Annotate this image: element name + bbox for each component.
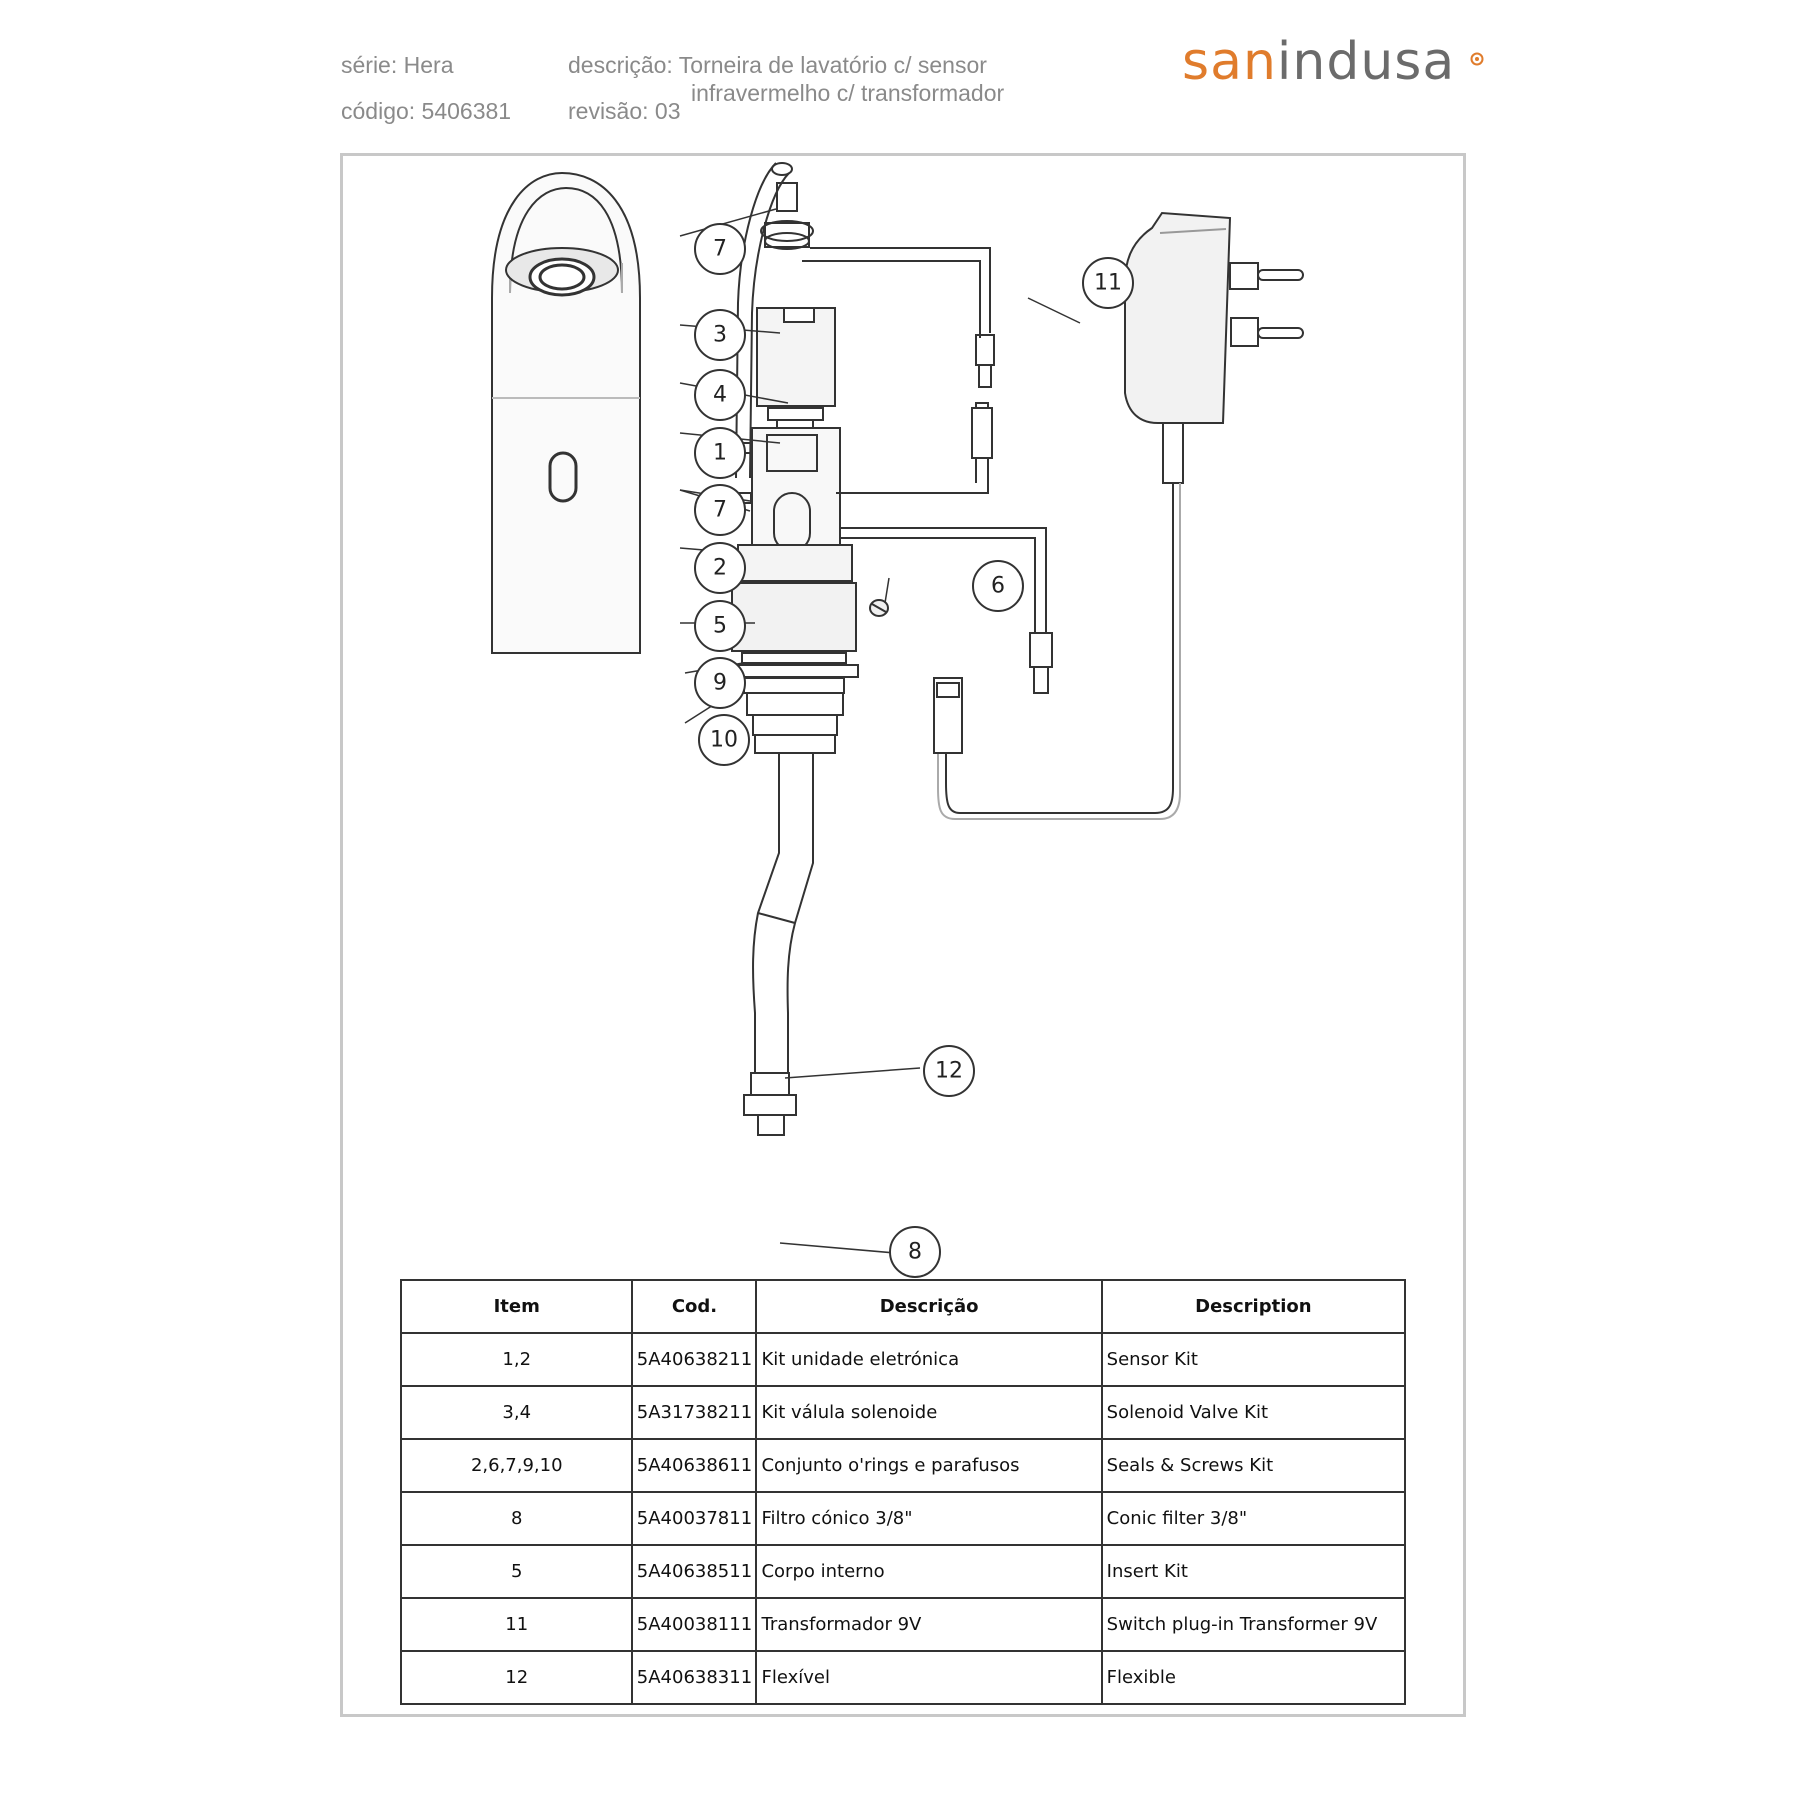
descricao-line1: descrição: Torneira de lavatório c/ sens… — [568, 52, 987, 78]
cell-cod: 5A40638611 — [631, 1438, 758, 1493]
cell-descricao: Kit válula solenoide — [755, 1385, 1103, 1440]
cell-item: 11 — [399, 1597, 634, 1652]
callout-7-top: 7 — [694, 223, 746, 275]
svg-text:5: 5 — [713, 614, 727, 639]
cell-descricao: Corpo interno — [755, 1544, 1103, 1599]
descricao-line2: infravermelho c/ transformador — [691, 80, 1005, 106]
cell-item: 1,2 — [399, 1332, 634, 1387]
cell-cod: 5A40638511 — [631, 1544, 758, 1599]
svg-text:1: 1 — [713, 441, 727, 466]
cell-description: Switch plug-in Transformer 9V — [1100, 1597, 1407, 1652]
cell-descricao: Kit unidade eletrónica — [755, 1332, 1103, 1387]
cell-cod: 5A40037811 — [631, 1491, 758, 1546]
exploded-diagram: 7 3 4 1 7 2 5 9 10 6 11 12 8 — [340, 153, 1466, 1283]
cell-description: Solenoid Valve Kit — [1100, 1385, 1407, 1440]
cell-description: Insert Kit — [1100, 1544, 1407, 1599]
svg-text:2: 2 — [713, 556, 727, 581]
cell-descricao: Transformador 9V — [755, 1597, 1103, 1652]
callout-1: 1 — [694, 427, 746, 479]
cell-description: Sensor Kit — [1100, 1332, 1407, 1387]
callouts: 7 3 4 1 7 2 5 9 10 6 11 12 8 — [694, 223, 1134, 1278]
valve-assembly-icon — [729, 162, 1053, 1136]
svg-text:12: 12 — [935, 1059, 963, 1084]
callout-11: 11 — [1082, 257, 1134, 309]
header-description: Description — [1100, 1279, 1407, 1334]
callout-8: 8 — [889, 1226, 941, 1278]
callout-3: 3 — [694, 309, 746, 361]
logo-part-indusa: indusa — [1276, 32, 1456, 92]
transformer-icon — [933, 211, 1304, 820]
table-row: 8 5A40037811 Filtro cónico 3/8" Conic fi… — [399, 1491, 1407, 1546]
logo-part-san: san — [1182, 32, 1277, 92]
callout-7-mid: 7 — [694, 484, 746, 536]
cell-cod: 5A40638211 — [631, 1332, 758, 1387]
svg-text:7: 7 — [713, 498, 727, 523]
callout-2: 2 — [694, 542, 746, 594]
svg-text:6: 6 — [991, 574, 1005, 599]
table-row: 1,2 5A40638211 Kit unidade eletrónica Se… — [399, 1332, 1407, 1387]
cell-item: 3,4 — [399, 1385, 634, 1440]
svg-text:9: 9 — [713, 671, 727, 696]
table-row: 2,6,7,9,10 5A40638611 Conjunto o'rings e… — [399, 1438, 1407, 1493]
cell-cod: 5A40638311 — [631, 1650, 758, 1705]
screw-icon — [869, 599, 889, 617]
table-row: 5 5A40638511 Corpo interno Insert Kit — [399, 1544, 1407, 1599]
svg-text:11: 11 — [1094, 271, 1122, 296]
cell-cod: 5A31738211 — [631, 1385, 758, 1440]
table-header-row: Item Cod. Descrição Description — [399, 1279, 1407, 1334]
parts-table: Item Cod. Descrição Description 1,2 5A40… — [399, 1279, 1407, 1705]
cell-descricao: Flexível — [755, 1650, 1103, 1705]
codigo-label: código: 5406381 — [341, 98, 512, 124]
cell-description: Conic filter 3/8" — [1100, 1491, 1407, 1546]
revisao-label: revisão: 03 — [568, 98, 681, 124]
svg-text:8: 8 — [908, 1240, 922, 1265]
callout-4: 4 — [694, 369, 746, 421]
svg-text:7: 7 — [713, 237, 727, 262]
callout-10: 10 — [698, 714, 750, 766]
exploded-diagram-svg: 7 3 4 1 7 2 5 9 10 6 11 12 8 — [491, 162, 1304, 1278]
cell-item: 5 — [399, 1544, 634, 1599]
callout-6: 6 — [972, 560, 1024, 612]
document-frame — [340, 153, 1466, 1717]
table-row: 3,4 5A31738211 Kit válula solenoide Sole… — [399, 1385, 1407, 1440]
svg-text:3: 3 — [713, 323, 727, 348]
cell-description: Seals & Screws Kit — [1100, 1438, 1407, 1493]
header-item: Item — [399, 1279, 634, 1334]
header-descricao: Descrição — [755, 1279, 1103, 1334]
cell-item: 2,6,7,9,10 — [399, 1438, 634, 1493]
cell-descricao: Filtro cónico 3/8" — [755, 1491, 1103, 1546]
callout-5: 5 — [694, 600, 746, 652]
cell-description: Flexible — [1100, 1650, 1407, 1705]
cell-descricao: Conjunto o'rings e parafusos — [755, 1438, 1103, 1493]
logo-mark-icon — [1470, 52, 1484, 66]
callout-9: 9 — [694, 657, 746, 709]
header-cod: Cod. — [631, 1279, 758, 1334]
faucet-body-icon — [491, 171, 641, 654]
table-row: 11 5A40038111 Transformador 9V Switch pl… — [399, 1597, 1407, 1652]
cell-cod: 5A40038111 — [631, 1597, 758, 1652]
sanindusa-logo: sanindusa — [1182, 36, 1455, 88]
callout-12: 12 — [923, 1045, 975, 1097]
serie-label: série: Hera — [341, 52, 454, 78]
svg-text:10: 10 — [710, 728, 738, 753]
cell-item: 12 — [399, 1650, 634, 1705]
svg-text:4: 4 — [713, 383, 727, 408]
cell-item: 8 — [399, 1491, 634, 1546]
table-row: 12 5A40638311 Flexível Flexible — [399, 1650, 1407, 1705]
